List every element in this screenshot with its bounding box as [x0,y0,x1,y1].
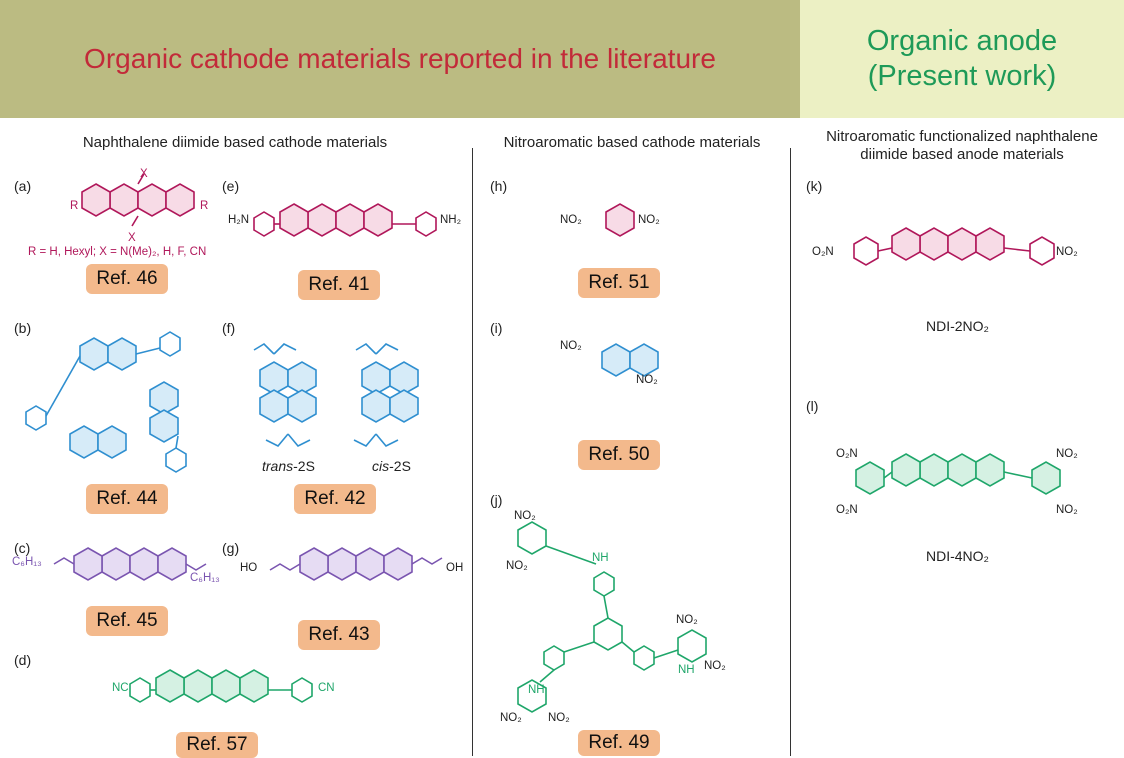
f-cis-caption: cis-2S [372,458,411,474]
ref-badge-f: Ref. 42 [294,484,376,514]
ref-badge-c: Ref. 45 [86,606,168,636]
molecule-f-cis [353,342,419,447]
f-cis-suffix: -2S [389,458,411,474]
atom-oh: OH [446,562,464,574]
molecule-k [853,227,1055,266]
atom-cn: CN [318,682,335,694]
atom-no2-l-bottom: NO₂ [1056,504,1078,516]
ref-badge-b: Ref. 44 [86,484,168,514]
f-cis-italic: cis [372,458,390,474]
panel-label-c: (c) [14,540,31,556]
panel-label-i: (i) [490,320,503,336]
atom-no2-k: NO₂ [1056,246,1078,258]
atom-no2-h-right: NO₂ [638,214,660,226]
atom-no2-i-top: NO₂ [560,340,582,352]
molecule-f-trans [253,342,317,447]
atom-no2-j-1: NO₂ [514,510,536,522]
panel-label-h: (h) [490,178,508,194]
column-header-ndi-cathode: Naphthalene diimide based cathode materi… [82,134,388,151]
molecule-l [855,453,1061,495]
molecule-i [601,343,659,377]
atom-no2-i-bottom: NO₂ [636,374,658,386]
atom-r-left: R [70,200,79,212]
molecule-d [129,669,313,703]
panel-label-d: (d) [14,652,32,668]
atom-nh-j-left: NH [528,684,545,696]
atom-x-bottom: X [128,232,136,244]
atom-no2-j-4: NO₂ [704,660,726,672]
atom-c6h13-right: C₆H₁₃ [190,572,220,584]
atom-no2-j-5: NO₂ [500,712,522,724]
atom-nh2-e: NH₂ [440,214,462,226]
atom-o2n-l-bottom: O₂N [836,504,858,516]
panel-label-e: (e) [222,178,240,194]
banner-right-title-line2: (Present work) [867,60,1057,92]
banner-right-title: Organic anode (Present work) [867,24,1057,94]
ref-badge-a: Ref. 46 [86,264,168,294]
l-molecule-name: NDI-4NO₂ [926,548,989,564]
ref-badge-h: Ref. 51 [578,268,660,298]
atom-nh-j-top: NH [592,552,609,564]
atom-nc: NC [112,682,129,694]
molecule-c [53,547,207,581]
atom-r-right: R [200,200,209,212]
column-header-anode: Nitroaromatic functionalized naphthalene… [800,128,1124,164]
molecule-g [269,547,443,581]
banner-right: Organic anode (Present work) [800,0,1124,118]
molecule-a [81,173,195,227]
column-divider-left [472,148,473,756]
banner-left: Organic cathode materials reported in th… [0,0,800,118]
ref-badge-e: Ref. 41 [298,270,380,300]
molecule-e [253,203,437,237]
a-substituent-text: R = H, Hexyl; X = N(Me)₂, H, F, CN [28,246,207,258]
atom-h2n-e: H₂N [228,214,250,226]
atom-o2n-l-top: O₂N [836,448,858,460]
panel-label-j: (j) [490,492,503,508]
atom-no2-j-2: NO₂ [506,560,528,572]
molecule-j [517,521,707,713]
column-header-anode-line2: diimide based anode materials [860,146,1064,163]
atom-no2-j-3: NO₂ [676,614,698,626]
atom-ho: HO [240,562,258,574]
f-trans-italic: trans [262,458,294,474]
panel-label-g: (g) [222,540,240,556]
f-trans-caption: trans-2S [262,458,315,474]
atom-nh-j-right: NH [678,664,695,676]
banner-right-title-line1: Organic anode [866,25,1058,58]
panel-label-l: (l) [806,398,819,414]
atom-no2-h-left: NO₂ [560,214,582,226]
column-divider-right [790,148,791,756]
atom-no2-l-top: NO₂ [1056,448,1078,460]
atom-c6h13-left: C₆H₁₃ [12,556,42,568]
atom-o2n-k: O₂N [812,246,834,258]
molecule-h [605,203,635,237]
atom-x-top: X [140,168,148,180]
molecule-b [25,331,187,473]
banner-left-title: Organic cathode materials reported in th… [84,43,716,75]
column-header-nitro-cathode: Nitroaromatic based cathode materials [503,134,761,151]
ref-badge-g: Ref. 43 [298,620,380,650]
panel-label-b: (b) [14,320,32,336]
ref-badge-j: Ref. 49 [578,730,660,756]
ref-badge-d: Ref. 57 [176,732,258,758]
atom-no2-j-6: NO₂ [548,712,570,724]
k-molecule-name: NDI-2NO₂ [926,318,989,334]
f-trans-suffix: -2S [293,458,315,474]
panel-label-k: (k) [806,178,823,194]
panel-label-a: (a) [14,178,32,194]
panel-label-f: (f) [222,320,236,336]
column-header-anode-line1: Nitroaromatic functionalized naphthalene [826,128,1098,145]
ref-badge-i: Ref. 50 [578,440,660,470]
